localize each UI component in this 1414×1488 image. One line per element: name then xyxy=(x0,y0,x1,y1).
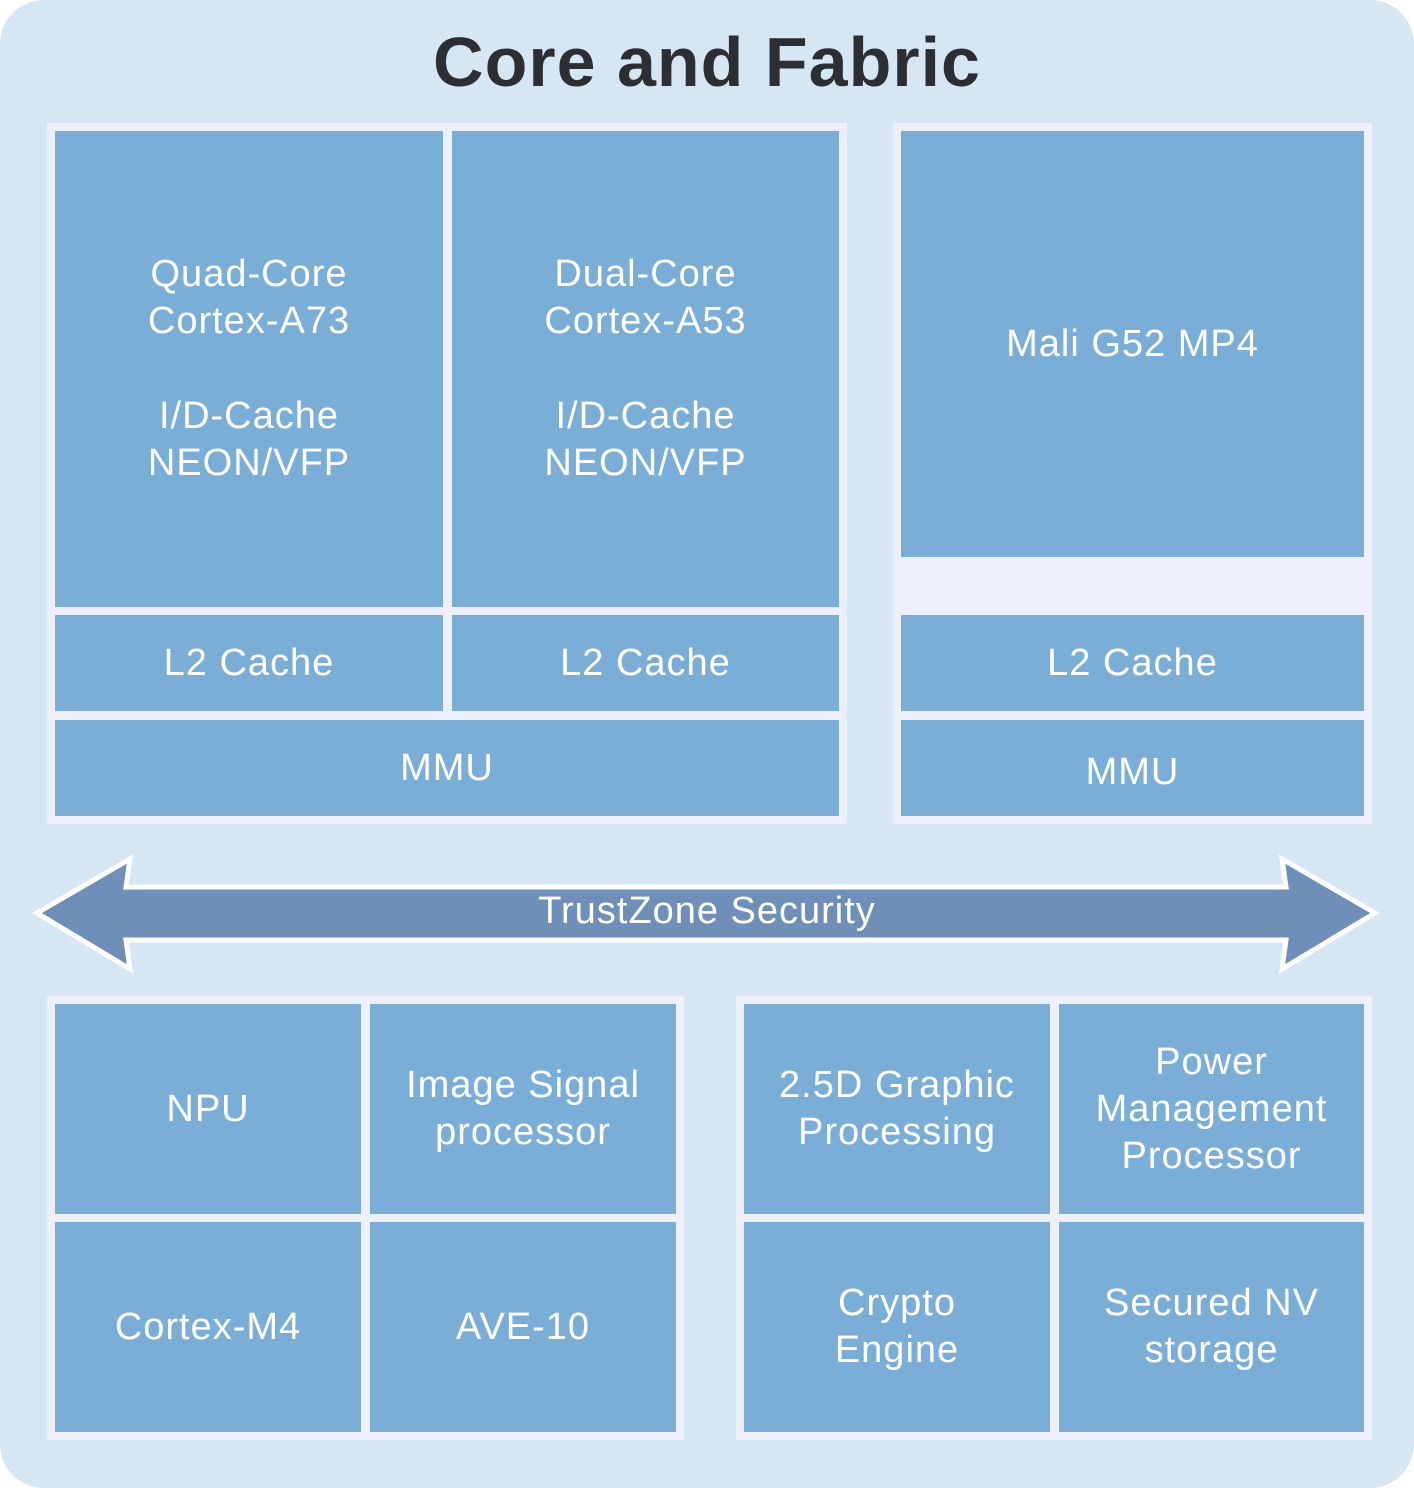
diagram-title: Core and Fabric xyxy=(433,23,981,101)
cortex-a73-block: Quad-Core Cortex-A73 I/D-Cache NEON/VFP xyxy=(55,131,443,607)
trustzone-label: TrustZone Security xyxy=(538,890,876,932)
cortex-m4-block: Cortex-M4 xyxy=(55,1222,361,1432)
cortex-a73-label: Quad-Core Cortex-A73 xyxy=(147,253,351,342)
cortex-a53-features: I/D-Cache NEON/VFP xyxy=(544,395,747,484)
trustzone-bus-arrow xyxy=(32,854,1380,974)
ave10-block: AVE-10 xyxy=(370,1222,676,1432)
cortex-a53-label: Dual-Core Cortex-A53 xyxy=(544,253,747,342)
cpu-mmu-block: MMU xyxy=(55,720,839,816)
cortex-a73-features: I/D-Cache NEON/VFP xyxy=(147,395,351,484)
a53-l2-cache-block: L2 Cache xyxy=(452,615,839,711)
crypto-engine-block: Crypto Engine xyxy=(744,1222,1050,1432)
gpu-l2-cache-block: L2 Cache xyxy=(901,615,1364,711)
power-management-block: Power Management Processor xyxy=(1059,1004,1364,1214)
secured-nv-storage-block: Secured NV storage xyxy=(1059,1222,1364,1432)
graphic-2d5-block: 2.5D Graphic Processing xyxy=(744,1004,1050,1214)
mali-gpu-block: Mali G52 MP4 xyxy=(901,131,1364,557)
isp-block: Image Signal processor xyxy=(370,1004,676,1214)
cortex-a53-block: Dual-Core Cortex-A53 I/D-Cache NEON/VFP xyxy=(452,131,839,607)
a73-l2-cache-block: L2 Cache xyxy=(55,615,443,711)
gpu-mmu-block: MMU xyxy=(901,720,1364,816)
npu-block: NPU xyxy=(55,1004,361,1214)
